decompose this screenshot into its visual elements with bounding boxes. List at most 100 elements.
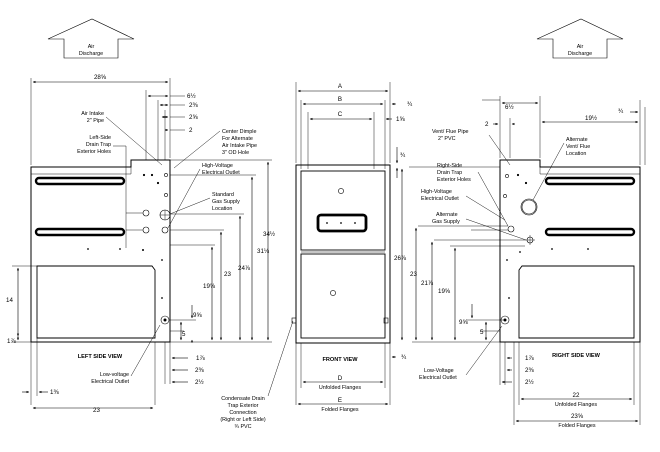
right-vent-pipe-line1: Vent/ Flue Pipe <box>432 129 469 135</box>
left-dim-top2: 2⅜ <box>189 102 198 109</box>
right-dim-top-r: ¾ <box>618 108 624 115</box>
right-alt-vent-line3: Location <box>566 151 586 157</box>
left-dim-height-9: 9⅝ <box>193 312 202 319</box>
front-drain-note-line2: Trap Exterior <box>228 403 259 409</box>
air-discharge-left-line2: Discharge <box>79 51 103 57</box>
right-dim-bot2: 2⅜ <box>525 367 534 374</box>
left-dim-height-34: 34½ <box>263 231 275 238</box>
right-dim-w22: 22 <box>573 392 580 399</box>
right-dim-w23-label: Folded Flanges <box>558 423 595 429</box>
right-dim-w22-label: Unfolded Flanges <box>555 402 598 408</box>
right-dim-height-5: 5 <box>480 329 484 336</box>
left-side-view: LEFT SIDE VIEW 28⅝ 6½ 2⅜ 2⅝ 2 Air Intake… <box>6 74 275 414</box>
left-center-dimple-line3: Air Intake Pipe <box>222 143 257 149</box>
front-upper-screw <box>338 188 344 194</box>
left-center-dimple-line4: 3" OD Hole <box>222 150 249 156</box>
air-discharge-arrow-left: Air Discharge <box>47 18 135 59</box>
left-dim-top3: 2⅝ <box>189 114 198 121</box>
left-louver-top <box>34 176 126 186</box>
left-high-voltage-line2: Electrical Outlet <box>202 170 240 176</box>
air-discharge-left-line1: Air <box>88 44 95 50</box>
left-dim-height-31: 31⅛ <box>257 248 270 255</box>
front-drain-note-line5: ¾ PVC <box>234 424 251 430</box>
left-lower-panel <box>36 265 156 339</box>
right-dim-w23: 23⅝ <box>571 413 584 420</box>
front-drain-connection <box>291 317 297 324</box>
left-gas-supply-line2: Gas Supply <box>212 199 240 205</box>
left-low-voltage-line1: Low-voltage <box>100 372 129 378</box>
right-view-title: RIGHT SIDE VIEW <box>552 353 601 359</box>
right-drain-hole <box>507 225 515 233</box>
right-dim-height-19: 19⅝ <box>438 288 451 295</box>
front-drain-note-line1: Condensate Drain <box>221 396 264 402</box>
front-dim-E: E <box>338 397 342 404</box>
front-dim-C: C <box>338 111 343 118</box>
right-louver-top <box>544 176 636 186</box>
front-lower-screw <box>330 290 336 296</box>
left-dim-height-5: 5 <box>182 331 186 338</box>
front-flange-e: Folded Flanges <box>321 407 358 413</box>
front-dim-bot-small: ¾ <box>401 354 407 361</box>
right-dim-top2: 2 <box>485 121 489 128</box>
right-high-voltage-line2: Electrical Outlet <box>421 196 459 202</box>
right-dim-height-21: 21⅞ <box>421 280 434 287</box>
right-alt-vent-line2: Vent/ Flue <box>566 144 590 150</box>
right-alt-gas-line2: Gas Supply <box>432 219 460 225</box>
front-dim-D: D <box>338 375 343 382</box>
right-dim-height-23: 23 <box>410 271 417 278</box>
front-handle <box>316 213 368 233</box>
left-high-voltage-line1: High-Voltage <box>202 163 233 169</box>
right-low-voltage-line1: Low-Voltage <box>424 368 454 374</box>
left-dim-height-24: 24⅞ <box>238 265 251 272</box>
left-view-title: LEFT SIDE VIEW <box>78 354 123 360</box>
front-drain-note-line3: Connection <box>229 410 256 416</box>
left-dim-bot2: 2⅜ <box>195 367 204 374</box>
left-dim-bot3: 2½ <box>195 379 204 386</box>
left-dim-bot-left: 1⅜ <box>50 389 59 396</box>
air-discharge-arrow-right: Air Discharge <box>536 18 624 59</box>
left-dim-height-19: 19⅝ <box>203 283 216 290</box>
left-center-dimple-line1: Center Dimple <box>222 129 256 135</box>
left-low-voltage-hole <box>160 315 170 325</box>
left-dim-height-1: 1⅞ <box>7 338 16 345</box>
air-discharge-right-line1: Air <box>577 44 584 50</box>
left-low-voltage-line2: Electrical Outlet <box>91 379 129 385</box>
left-dim-bot1: 1⅞ <box>196 355 205 362</box>
right-dim-bot1: 1⅞ <box>525 355 534 362</box>
left-dim-top4: 2 <box>189 127 193 134</box>
left-louver-bottom <box>34 227 126 237</box>
right-dim-top19: 19½ <box>585 115 597 122</box>
right-dim-height-26: 26⅞ <box>394 255 407 262</box>
front-view-title: FRONT VIEW <box>322 357 358 363</box>
left-center-dimple-line2: For Alternate <box>222 136 253 142</box>
front-dim-A: A <box>338 83 343 90</box>
right-drain-trap-line1: Right-Side <box>437 163 462 169</box>
left-drain-trap-line3: Exterior Holes <box>77 149 111 155</box>
right-low-voltage-line2: Electrical Outlet <box>419 375 457 381</box>
front-dim-B: B <box>338 96 342 103</box>
right-alt-gas-line1: Alternate <box>436 212 458 218</box>
left-gas-supply-line3: Location <box>212 206 232 212</box>
front-dim-top-small: ¾ <box>400 152 406 159</box>
left-dim-top1: 6½ <box>187 93 196 100</box>
front-flange-d: Unfolded Flanges <box>319 385 362 391</box>
front-dim-b-off: ¾ <box>407 101 413 108</box>
right-dim-height-9: 9⅝ <box>459 319 468 326</box>
right-vent-pipe-line2: 2" PVC <box>438 136 456 142</box>
left-drain-trap-line1: Left-Side <box>89 135 111 141</box>
left-air-intake-line2: 2" Pipe <box>87 118 104 124</box>
left-drain-trap-line2: Drain Trap <box>86 142 111 148</box>
right-dim-bot3: 2½ <box>525 379 534 386</box>
air-discharge-right-line2: Discharge <box>568 51 592 57</box>
left-dim-bot-width: 23 <box>93 407 100 414</box>
right-alt-vent-line1: Alternate <box>566 137 588 143</box>
left-high-voltage-hole <box>161 226 169 234</box>
front-upper-door <box>300 170 386 251</box>
front-dim-c-off: 1⅝ <box>396 116 405 123</box>
front-drain-note-line4: (Right or Left Side) <box>220 417 265 423</box>
left-air-intake-line1: Air Intake <box>81 111 104 117</box>
right-drain-trap-line2: Drain Trap <box>437 170 462 176</box>
right-alt-vent-hole <box>520 198 538 216</box>
left-dim-overall-width: 28⅝ <box>94 74 107 81</box>
